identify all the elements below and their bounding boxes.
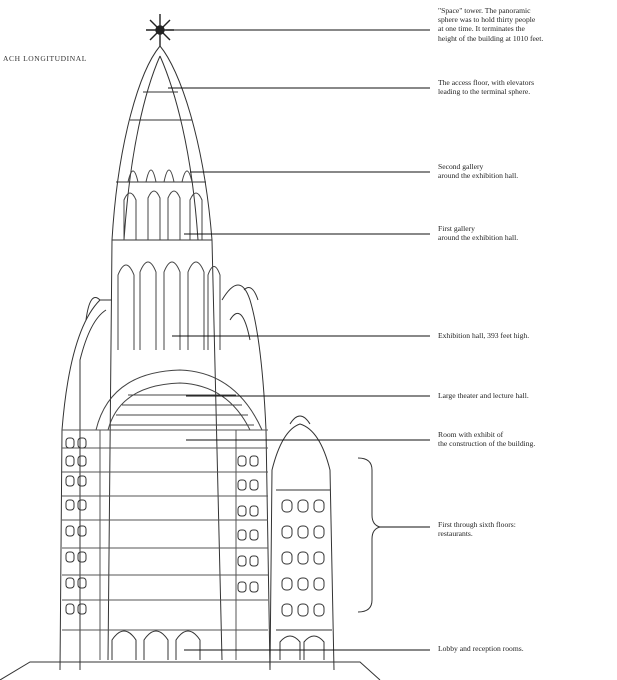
annotation-second-gallery: Second gallery around the exhibition hal… bbox=[438, 162, 519, 181]
left-buttress bbox=[59, 297, 112, 671]
annotation-first-gallery: First gallery around the exhibition hall… bbox=[438, 224, 519, 243]
floor-lines bbox=[62, 429, 268, 660]
floor-bracket bbox=[357, 457, 381, 613]
gallery-arches bbox=[117, 169, 221, 350]
right-annex-tower bbox=[269, 415, 335, 671]
annotation-room-exhibit: Room with exhibit of the construction of… bbox=[438, 430, 536, 449]
ground-arches bbox=[0, 630, 381, 680]
drawing-header-label: ACH LONGITUDINAL bbox=[3, 54, 87, 63]
right-buttress bbox=[221, 284, 271, 671]
annotation-exhibition-hall: Exhibition hall, 393 feet high. bbox=[438, 331, 530, 340]
annotation-access-floor: The access floor, with elevators leading… bbox=[438, 78, 535, 97]
annotation-lobby: Lobby and reception rooms. bbox=[438, 644, 524, 653]
central-spire bbox=[107, 45, 223, 661]
leader-lines bbox=[166, 29, 430, 651]
left-window-grid bbox=[65, 437, 259, 615]
annotation-first-sixth-floors: First through sixth floors: restaurants. bbox=[438, 520, 516, 539]
annotation-space-tower: "Space" tower. The panoramic sphere was … bbox=[438, 6, 544, 43]
theater-vault bbox=[95, 369, 263, 431]
annotation-large-theater: Large theater and lecture hall. bbox=[438, 391, 529, 400]
